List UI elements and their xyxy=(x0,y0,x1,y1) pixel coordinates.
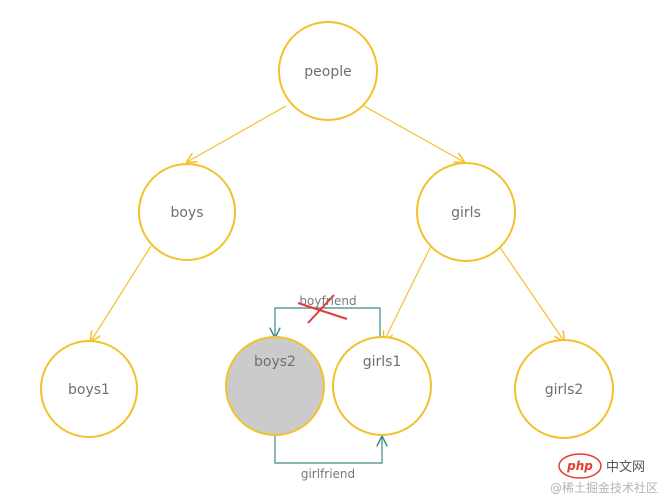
node-boys1: boys1 xyxy=(40,340,138,438)
edge-girls-girls2 xyxy=(498,245,564,341)
node-boys: boys xyxy=(138,163,236,261)
node-people-label: people xyxy=(304,64,351,80)
watermark: php 中文网 @稀土掘金技术社区 xyxy=(550,453,658,495)
watermark-credit: @稀土掘金技术社区 xyxy=(550,480,658,495)
node-boys-label: boys xyxy=(170,205,203,221)
node-girls1: girls1 xyxy=(332,336,432,436)
girlfriend-label: girlfriend xyxy=(301,467,355,481)
node-girls2-circle xyxy=(514,339,614,439)
edge-girlfriend xyxy=(274,436,382,464)
node-girls1-circle xyxy=(332,336,432,436)
php-logo-icon xyxy=(558,453,602,479)
node-people: people xyxy=(278,21,378,121)
node-boys-circle xyxy=(138,163,236,261)
node-boys2-label: boys2 xyxy=(254,354,296,370)
node-girls2-label: girls2 xyxy=(545,382,584,398)
node-people-circle xyxy=(278,21,378,121)
edge-people-girls xyxy=(363,105,464,162)
edge-boys-boys1 xyxy=(91,245,152,341)
node-boys1-label: boys1 xyxy=(68,382,110,398)
edge-boyfriend xyxy=(275,307,381,338)
node-girls2: girls2 xyxy=(514,339,614,439)
php-logo-text: php xyxy=(566,459,593,473)
php-brand-text: 中文网 xyxy=(606,460,645,475)
edge-people-boys xyxy=(187,105,287,162)
node-girls1-label: girls1 xyxy=(363,354,402,370)
node-girls-label: girls xyxy=(451,205,481,221)
node-boys1-circle xyxy=(40,340,138,438)
node-boys2: boys2 xyxy=(225,336,325,436)
edge-girls-girls1 xyxy=(384,245,432,341)
node-boys2-circle xyxy=(225,336,325,436)
node-girls: girls xyxy=(416,162,516,262)
node-girls-circle xyxy=(416,162,516,262)
cross-mark-icon xyxy=(297,294,348,324)
